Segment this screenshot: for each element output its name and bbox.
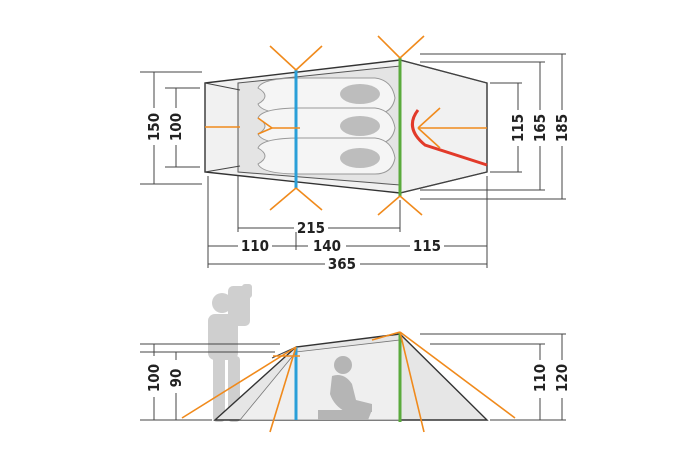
top-view: 150 100 115 165 185 215 [140,35,571,273]
left-dimensions-top: 150 100 [140,71,202,185]
pillow-icon [340,116,380,136]
dim-90-side: 90 [167,369,185,388]
dim-215: 215 [297,219,325,237]
left-dimensions-side: 100 90 [140,343,280,421]
guy-lines-top [205,35,487,216]
dim-185: 185 [553,114,571,142]
dim-115-bottom: 115 [413,237,441,255]
right-dimensions-top: 115 165 185 [420,53,571,200]
dim-110: 110 [241,237,269,255]
dim-120-side: 120 [553,364,571,392]
bottom-dimensions-top: 215 110 140 115 365 [207,176,488,273]
pillow-icon [340,148,380,168]
pillow-icon [340,84,380,104]
dim-100: 100 [167,113,185,141]
dim-150: 150 [145,113,163,141]
dim-115-right: 115 [509,114,527,142]
pole-red-top [410,109,488,167]
dim-140: 140 [313,237,341,255]
dim-100-side: 100 [145,364,163,392]
dim-165: 165 [531,114,549,142]
guy-lines-side [181,331,516,433]
sitting-person-icon [318,356,372,420]
sleeping-mats [257,77,396,175]
dim-365: 365 [328,255,356,273]
dim-110-side: 110 [531,364,549,392]
right-dimensions-side: 110 120 [420,333,571,421]
side-view: 100 90 110 120 [140,284,571,433]
